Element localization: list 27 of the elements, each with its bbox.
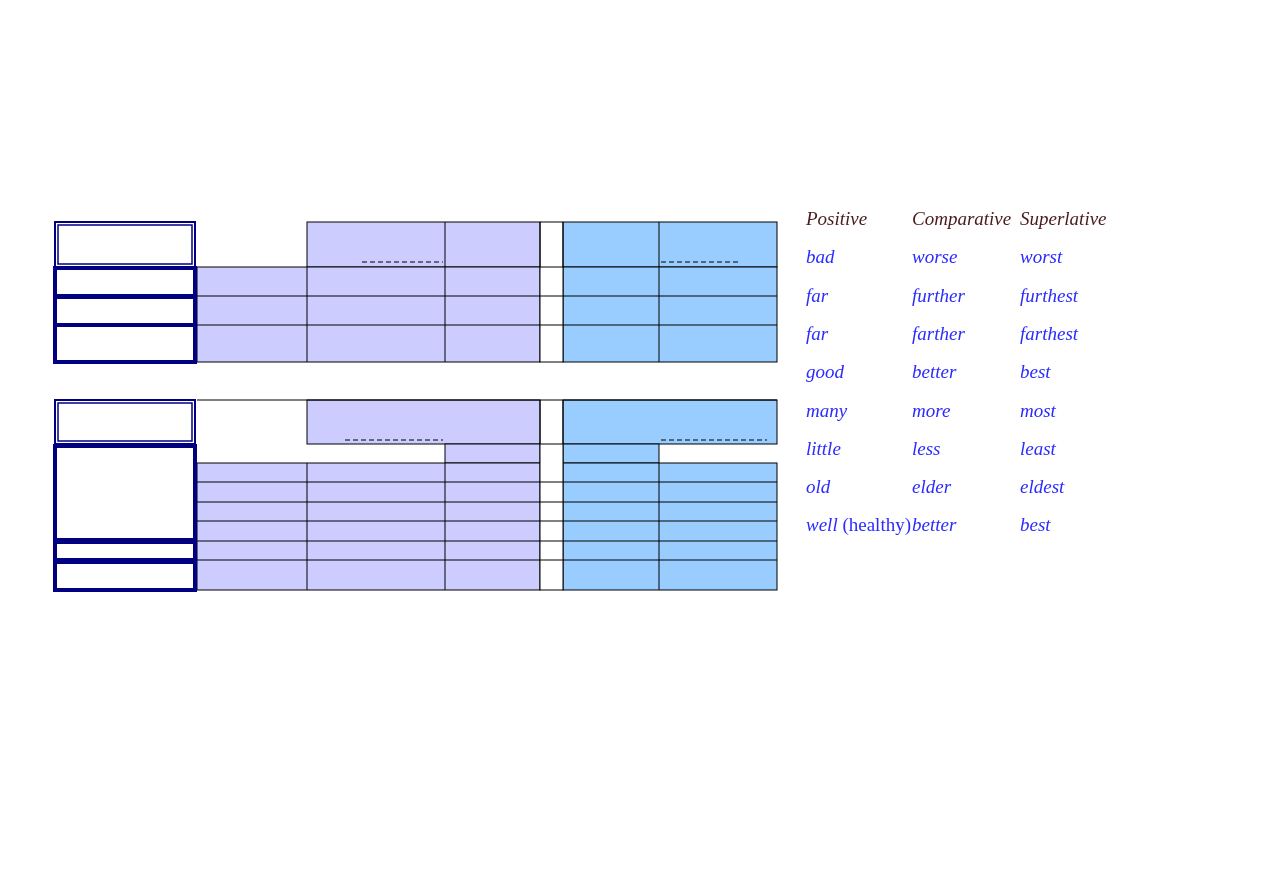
adjective-form: well (healthy) bbox=[806, 514, 911, 537]
adjective-form: further bbox=[912, 284, 965, 307]
adjective-form: bad bbox=[806, 246, 835, 269]
adjective-form: far bbox=[806, 284, 829, 307]
adjective-form: good bbox=[806, 361, 844, 384]
adjective-form: worst bbox=[1020, 246, 1063, 269]
adjective-form: less bbox=[912, 437, 941, 460]
adjective-form: eldest bbox=[1020, 476, 1065, 499]
adjective-form: least bbox=[1020, 437, 1056, 460]
adjective-form: best bbox=[1020, 361, 1051, 384]
adjective-form: better bbox=[912, 514, 957, 537]
column-header: Comparative bbox=[912, 208, 1012, 230]
adjective-form: more bbox=[912, 399, 951, 422]
adjective-form: farthest bbox=[1020, 322, 1079, 345]
column-header: Superlative bbox=[1020, 208, 1107, 230]
adjective-form: better bbox=[912, 361, 957, 384]
adjective-form: elder bbox=[912, 476, 952, 499]
adjective-form: best bbox=[1020, 514, 1051, 537]
adjective-form: worse bbox=[912, 246, 958, 269]
adjective-form: far bbox=[806, 322, 829, 345]
adjective-form: many bbox=[806, 399, 848, 422]
adjective-form: old bbox=[806, 476, 831, 499]
adjective-form: furthest bbox=[1020, 284, 1079, 307]
adjective-form: little bbox=[806, 437, 841, 460]
adjective-form: most bbox=[1020, 399, 1056, 422]
adjective-form: farther bbox=[912, 322, 965, 345]
column-header: Positive bbox=[806, 208, 868, 230]
